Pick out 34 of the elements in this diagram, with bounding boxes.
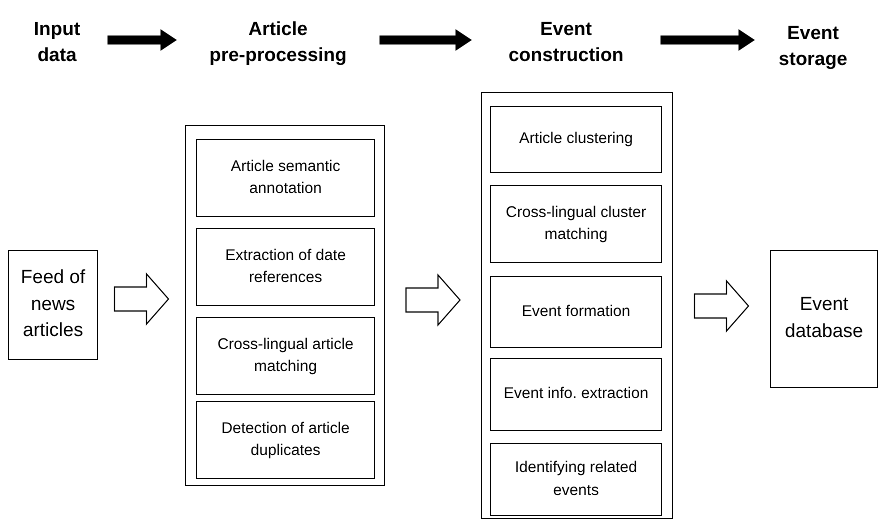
group-box [481, 92, 673, 519]
box-label: Event database [784, 293, 864, 344]
process-box [196, 139, 375, 217]
box-label: Cross-lingual article matching [216, 334, 355, 377]
group-box [185, 125, 385, 486]
block-arrow [405, 273, 461, 327]
heading-text: Article pre-processing [208, 18, 348, 68]
heading-text: Event storage [778, 22, 848, 72]
box-label: Cross-lingual cluster matching [504, 202, 648, 245]
thick-arrow [660, 29, 755, 51]
box-label: Article clustering [519, 129, 633, 150]
box-label: Extraction of date references [224, 246, 347, 288]
block-arrow [694, 279, 750, 333]
box-label: Identifying related events [514, 458, 638, 500]
process-box [196, 317, 375, 395]
heading-text: Input data [32, 18, 82, 68]
box-label: Event info. extraction [504, 384, 648, 404]
process-box [196, 228, 375, 306]
process-box [8, 250, 98, 360]
box-label: Article semantic annotation [230, 156, 342, 199]
process-box [490, 106, 662, 173]
process-box [196, 401, 375, 479]
process-box [490, 443, 662, 516]
heading-text: Event construction [507, 18, 625, 68]
box-label: Feed of news articles [20, 266, 86, 344]
thick-arrow [108, 29, 177, 51]
box-label: Detection of article duplicates [220, 418, 351, 461]
thick-arrow [380, 29, 472, 51]
process-box [490, 358, 662, 431]
block-arrow [114, 272, 170, 326]
box-label: Event formation [522, 302, 630, 322]
process-box [490, 185, 662, 263]
process-box [490, 276, 662, 348]
process-box [770, 250, 878, 388]
